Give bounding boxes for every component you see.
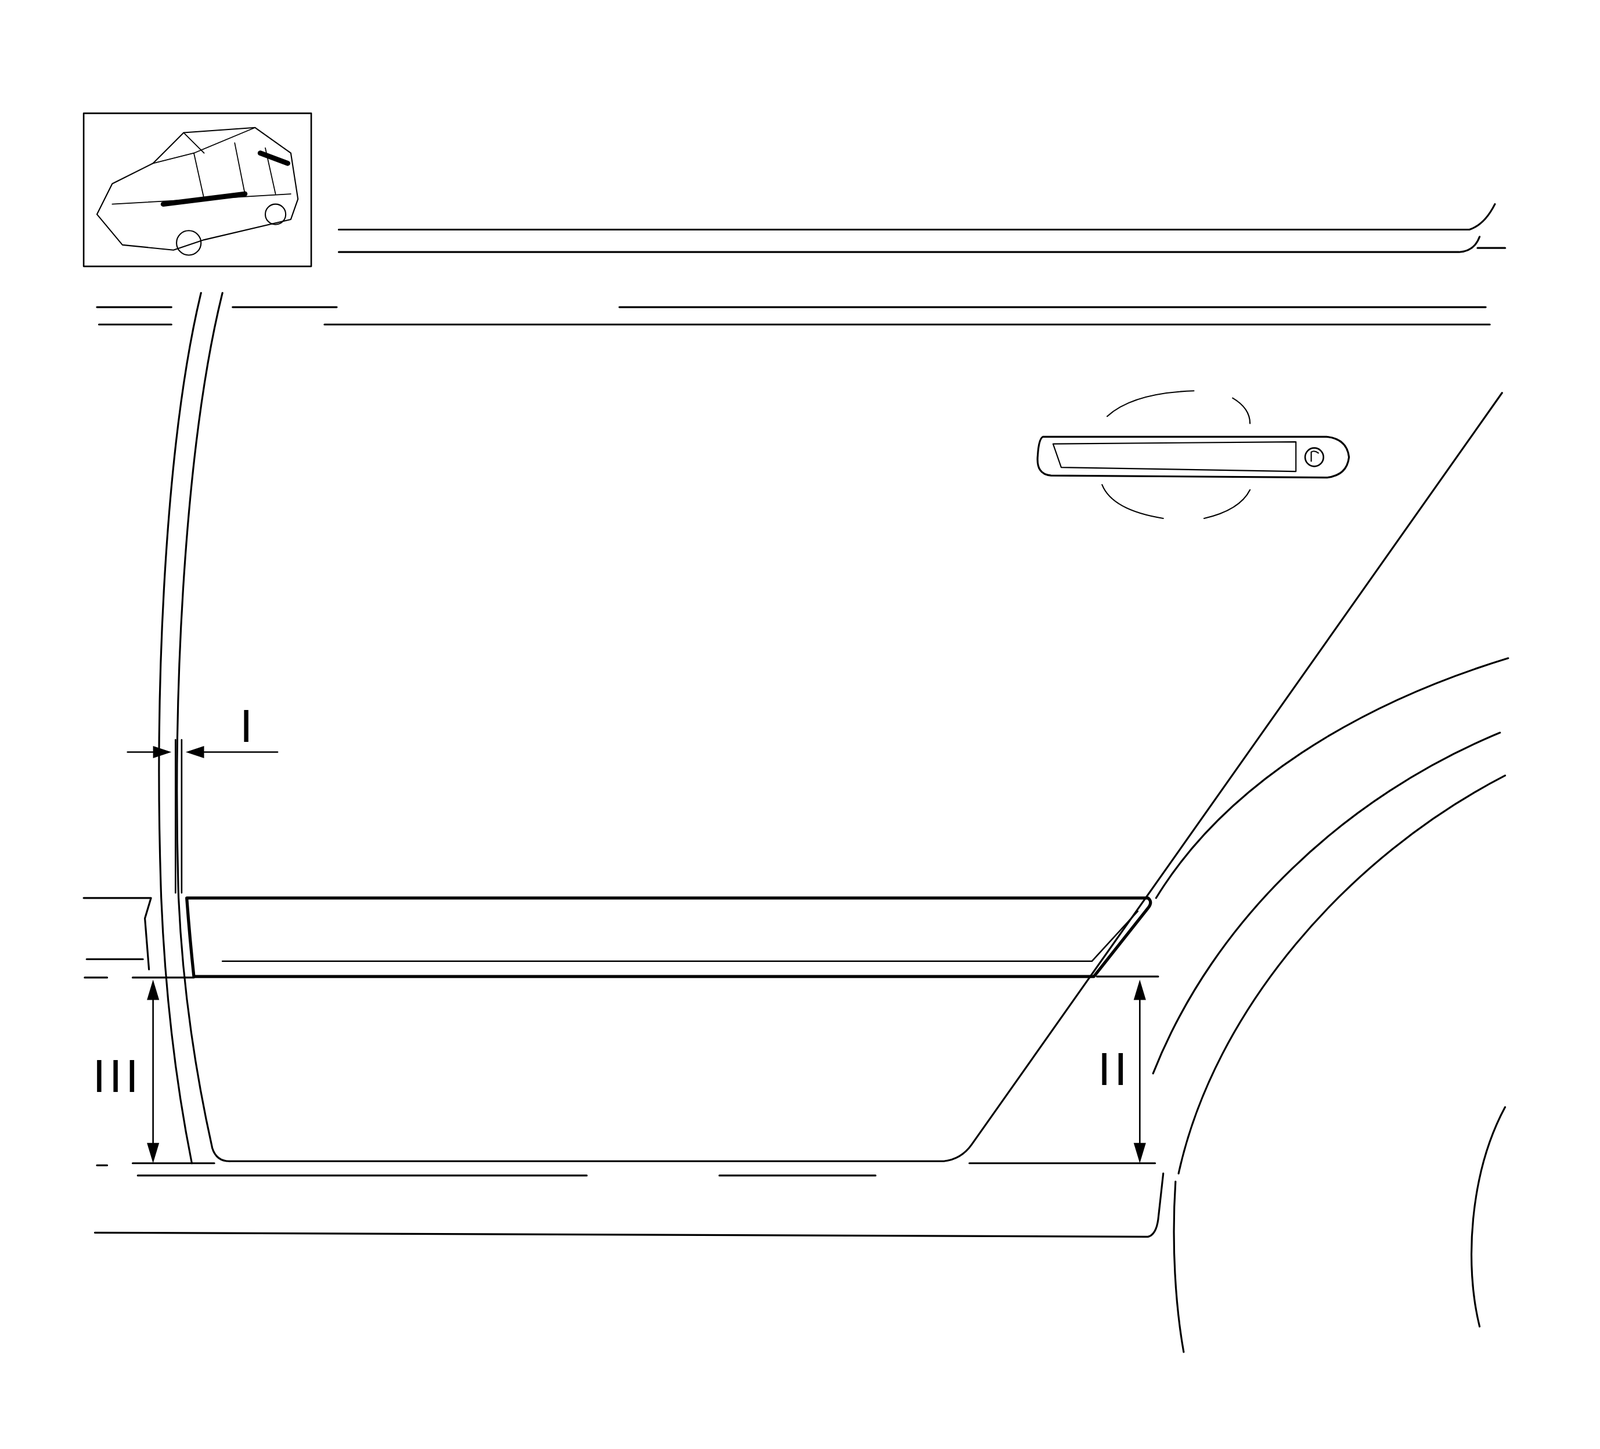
dimension-label: I (239, 703, 257, 750)
dimension-label: II (1097, 1046, 1131, 1093)
dimension-label: III (92, 1053, 143, 1100)
door-handle (1037, 390, 1349, 519)
vehicle-locator-inset (83, 113, 312, 267)
